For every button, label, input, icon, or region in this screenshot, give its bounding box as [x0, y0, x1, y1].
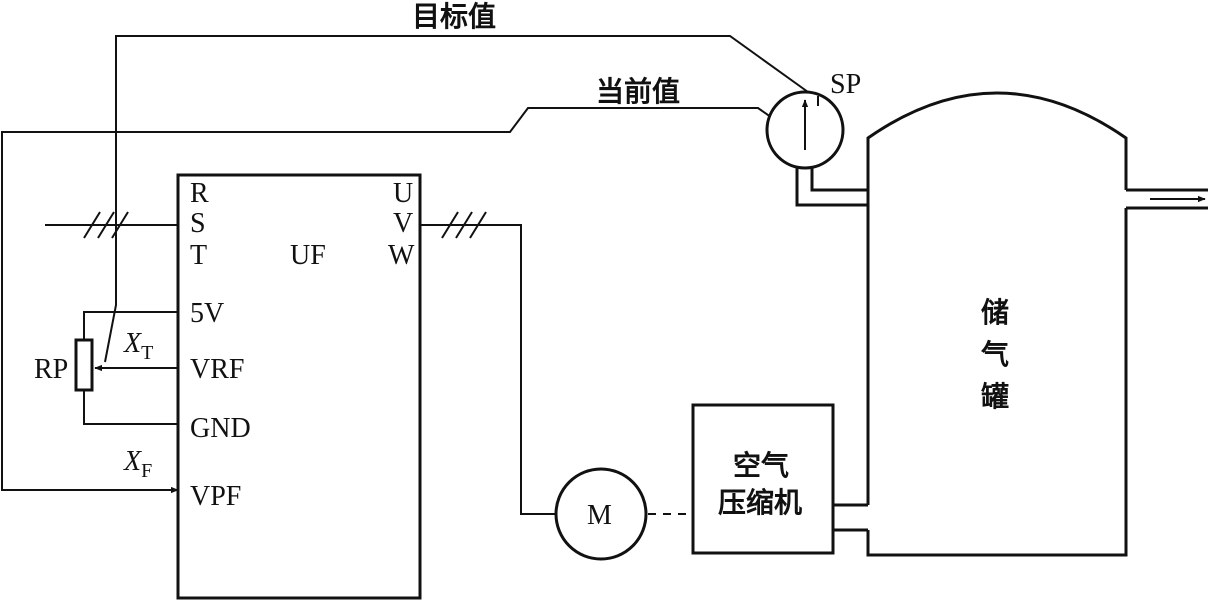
terminal-vrf: VRF	[190, 354, 244, 385]
motor-supply-line	[420, 224, 556, 515]
tank-label-char2: 气	[980, 338, 1009, 371]
compressor-label-line2: 压缩机	[718, 486, 802, 519]
terminal-s: S	[190, 208, 206, 239]
terminal-r: R	[190, 178, 209, 209]
pot-bottom-wire	[83, 390, 178, 425]
current-value-line	[1, 107, 779, 494]
three-phase-mark-input	[83, 211, 129, 239]
terminal-5v: 5V	[190, 298, 224, 329]
xt-label-sub: T	[141, 342, 153, 364]
pot-top-wire	[83, 311, 178, 340]
motor-label: M	[587, 500, 612, 531]
target-value-line	[104, 35, 809, 363]
gauge-pipe	[795, 168, 868, 207]
compressor-tank-pipe	[833, 503, 868, 532]
tank-label-char3: 罐	[981, 380, 1009, 413]
motor	[554, 467, 648, 561]
current-value-label: 当前值	[596, 75, 680, 108]
target-value-label: 目标值	[412, 0, 496, 33]
xf-label: XF	[123, 446, 152, 482]
xf-label-main: X	[123, 446, 142, 477]
xt-label: XT	[123, 328, 153, 364]
potentiometer-label: RP	[34, 354, 68, 385]
air-compressor	[691, 403, 835, 555]
xf-label-sub: F	[141, 460, 152, 482]
terminal-v: V	[393, 208, 413, 239]
terminal-vpf: VPF	[190, 481, 241, 512]
compressor-label-line1: 空气	[733, 449, 789, 482]
potentiometer	[74, 338, 94, 392]
terminal-gnd: GND	[190, 413, 251, 444]
inverter-label: UF	[290, 240, 326, 271]
terminal-u: U	[393, 178, 413, 209]
three-phase-mark-output	[441, 211, 487, 239]
tank-label-char1: 储	[981, 296, 1009, 329]
terminal-w: W	[388, 240, 415, 271]
sp-label: SP	[830, 69, 861, 100]
storage-tank	[866, 91, 1128, 557]
terminal-t: T	[190, 240, 207, 271]
inverter-box	[176, 173, 422, 600]
tank-outlet-pipe	[1126, 188, 1208, 210]
xt-label-main: X	[123, 328, 142, 359]
